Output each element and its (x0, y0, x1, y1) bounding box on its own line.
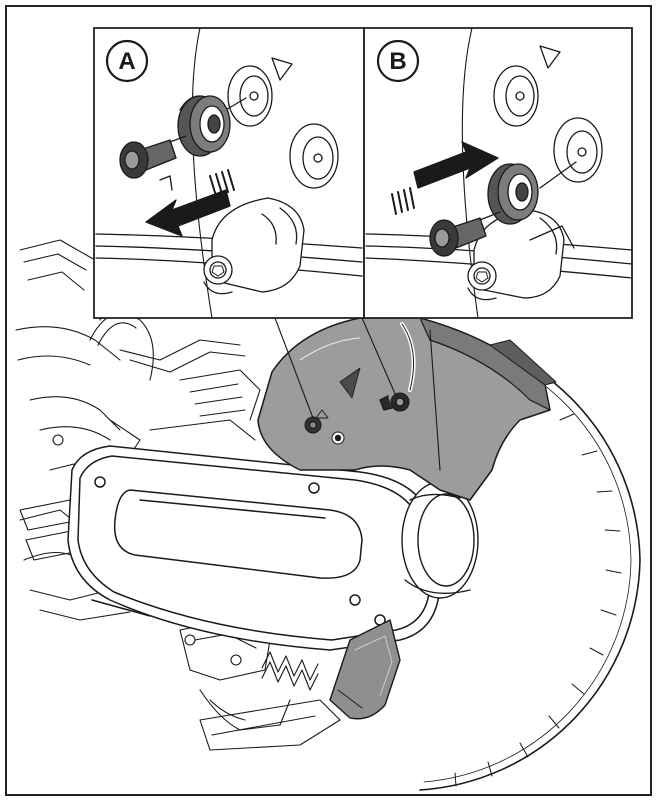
inset-panels: A (93, 27, 633, 319)
panel-a: A (93, 27, 365, 319)
panel-a-label-badge: A (105, 39, 149, 83)
power-cutter-machine (15, 239, 641, 791)
belt-cover (67, 445, 441, 651)
cutting-arm (329, 619, 401, 720)
panel-a-label: A (118, 48, 135, 75)
tension-spring (261, 651, 319, 691)
blade-guard (257, 317, 557, 501)
engine-body (15, 239, 341, 751)
panel-b: B (363, 27, 633, 319)
callout-leaders (274, 317, 397, 419)
blade-teeth (454, 413, 622, 787)
panel-b-label-badge: B (376, 39, 420, 83)
panel-b-label: B (389, 48, 406, 75)
